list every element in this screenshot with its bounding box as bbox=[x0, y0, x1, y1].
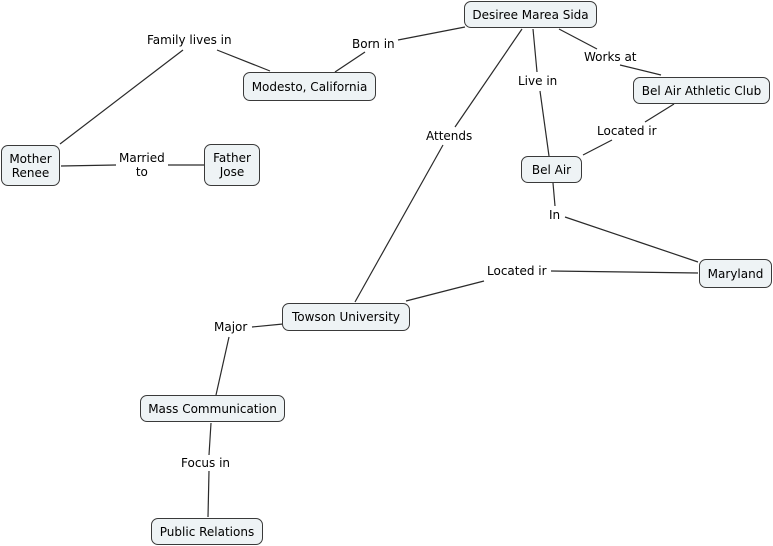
edge-desiree-attends bbox=[454, 28, 523, 128]
edge-located-in-bel-air bbox=[582, 139, 613, 156]
concept-bel-air[interactable]: Bel Air bbox=[521, 156, 582, 183]
link-major[interactable]: Major bbox=[212, 320, 250, 334]
link-family-lives-in[interactable]: Family lives in bbox=[145, 33, 234, 47]
concept-desiree-marea-sida[interactable]: Desiree Marea Sida bbox=[464, 1, 597, 28]
edge-focus-in-public-relations bbox=[207, 470, 210, 518]
edge-in-maryland bbox=[564, 216, 699, 263]
concept-father-jose[interactable]: Father Jose bbox=[204, 144, 260, 186]
concept-maryland[interactable]: Maryland bbox=[699, 259, 772, 288]
link-married-to[interactable]: Married to bbox=[117, 151, 167, 179]
concept-public-relations[interactable]: Public Relations bbox=[151, 518, 263, 545]
edge-located-in-towson bbox=[405, 280, 485, 302]
concept-mother-renee[interactable]: Mother Renee bbox=[1, 145, 60, 186]
link-located-in-towson[interactable]: Located ir bbox=[485, 264, 549, 278]
edge-towson-major bbox=[251, 323, 284, 328]
link-attends[interactable]: Attends bbox=[424, 129, 475, 143]
edge-mother-family-lives-in bbox=[59, 49, 184, 145]
concept-modesto-california[interactable]: Modesto, California bbox=[243, 72, 376, 101]
edge-live-in-bel-air bbox=[539, 90, 550, 157]
edge-major-mass-comm bbox=[215, 336, 230, 396]
edge-mass-comm-focus-in bbox=[208, 422, 212, 456]
link-focus-in[interactable]: Focus in bbox=[179, 456, 233, 470]
edge-born-in-modesto bbox=[334, 51, 366, 73]
concept-towson-university[interactable]: Towson University bbox=[282, 303, 410, 331]
link-works-at[interactable]: Works at bbox=[582, 50, 639, 64]
link-born-in[interactable]: Born in bbox=[350, 37, 397, 51]
link-in[interactable]: In bbox=[547, 208, 563, 222]
edge-mother-married-to bbox=[60, 164, 117, 167]
link-live-in[interactable]: Live in bbox=[516, 74, 560, 88]
edge-desiree-born-in bbox=[397, 26, 466, 41]
link-located-in-club[interactable]: Located ir bbox=[595, 124, 659, 138]
edge-family-lives-in-modesto bbox=[216, 49, 271, 72]
edge-desiree-works-at bbox=[558, 28, 598, 50]
edge-works-at-club bbox=[619, 64, 662, 76]
concept-bel-air-athletic-club[interactable]: Bel Air Athletic Club bbox=[633, 77, 770, 104]
edge-desiree-live-in bbox=[532, 28, 538, 73]
edge-attends-towson bbox=[354, 144, 444, 303]
concept-mass-communication[interactable]: Mass Communication bbox=[140, 395, 285, 422]
edge-club-located-in bbox=[644, 103, 675, 123]
edge-bel-air-in bbox=[552, 182, 556, 207]
edge-maryland-located-in bbox=[550, 270, 699, 274]
